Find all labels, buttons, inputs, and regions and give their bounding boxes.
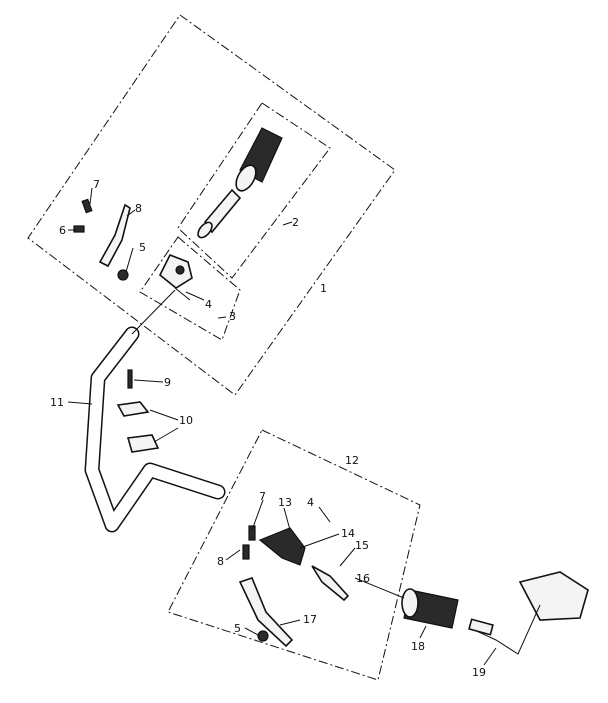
callout-8-lower: 8: [217, 555, 224, 568]
assembly-2-boundary: [177, 102, 331, 279]
callout-5: 5: [139, 241, 146, 254]
clutch-lever-assembly: [238, 525, 350, 648]
callout-4-lower: 4: [307, 496, 314, 509]
callout-6: 6: [59, 224, 66, 237]
callout-12: 12: [345, 454, 359, 467]
callout-18: 18: [411, 640, 425, 653]
callout-5-lower: 5: [234, 622, 241, 635]
assembly-3-boundary: [139, 236, 241, 341]
assembly-1-boundary: [27, 14, 396, 396]
upper-lever-assembly: [73, 198, 131, 281]
callout-16: 16: [356, 572, 370, 585]
callout-14: 14: [341, 527, 355, 540]
callout-10: 10: [179, 414, 193, 427]
throttle-housing: [158, 253, 193, 301]
callout-3: 3: [229, 310, 236, 323]
callout-15: 15: [355, 539, 369, 552]
callout-7: 7: [93, 178, 100, 191]
handlebar-clamps: [116, 369, 160, 453]
mirror: [468, 571, 589, 655]
left-grip: [401, 588, 459, 629]
callout-17: 17: [303, 613, 317, 626]
callout-1: 1: [320, 282, 327, 295]
handlebar: [84, 289, 226, 533]
throttle-grip: [197, 127, 283, 239]
callout-9: 9: [164, 376, 171, 389]
callout-2: 2: [292, 216, 299, 229]
callout-8: 8: [135, 202, 142, 215]
callout-13: 13: [278, 496, 292, 509]
callout-11: 11: [50, 396, 64, 409]
callout-4: 4: [205, 298, 212, 311]
callout-19: 19: [472, 666, 486, 679]
callout-7-lower: 7: [259, 490, 266, 503]
